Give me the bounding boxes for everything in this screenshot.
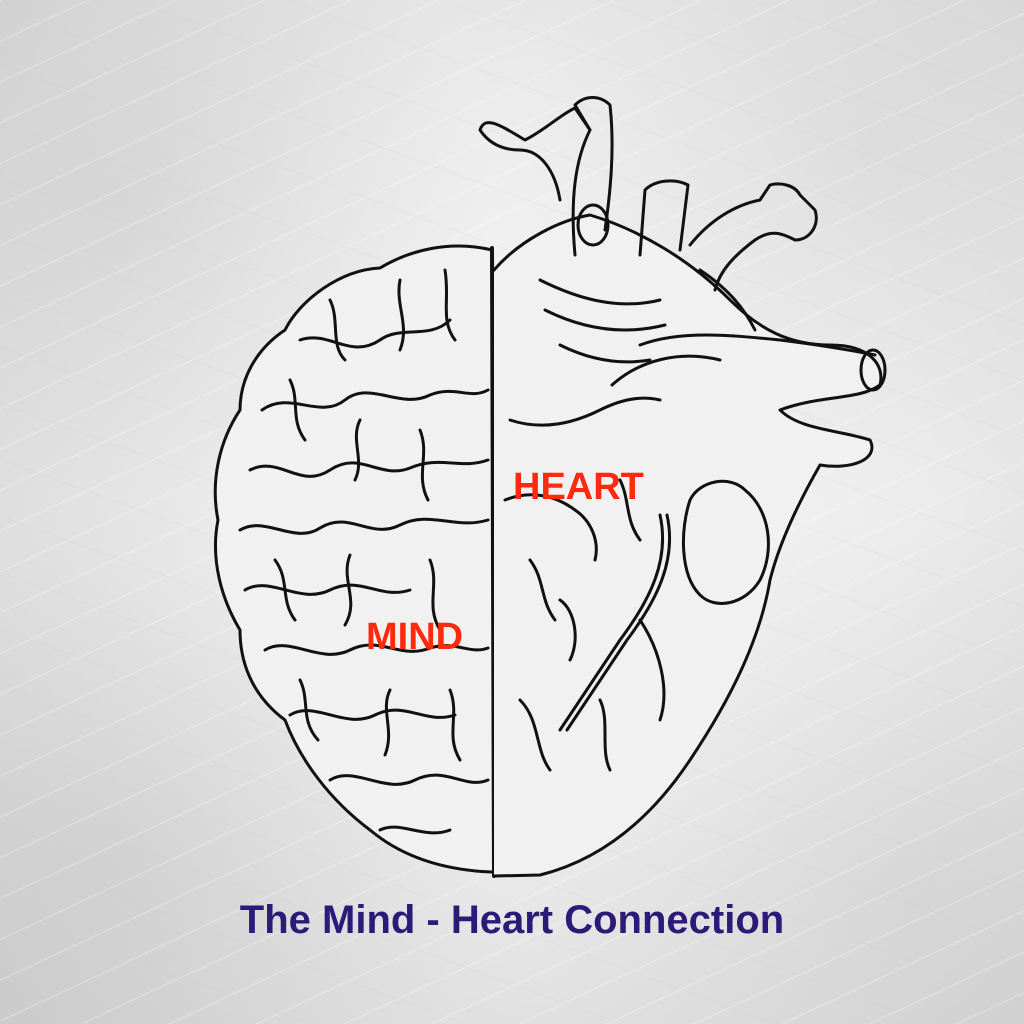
heart-half <box>478 96 887 878</box>
mind-label: MIND <box>366 616 464 658</box>
heart-label: HEART <box>513 466 644 508</box>
center-divider <box>490 246 496 878</box>
caption-title: The Mind - Heart Connection <box>239 898 785 942</box>
brain-half <box>213 244 494 874</box>
